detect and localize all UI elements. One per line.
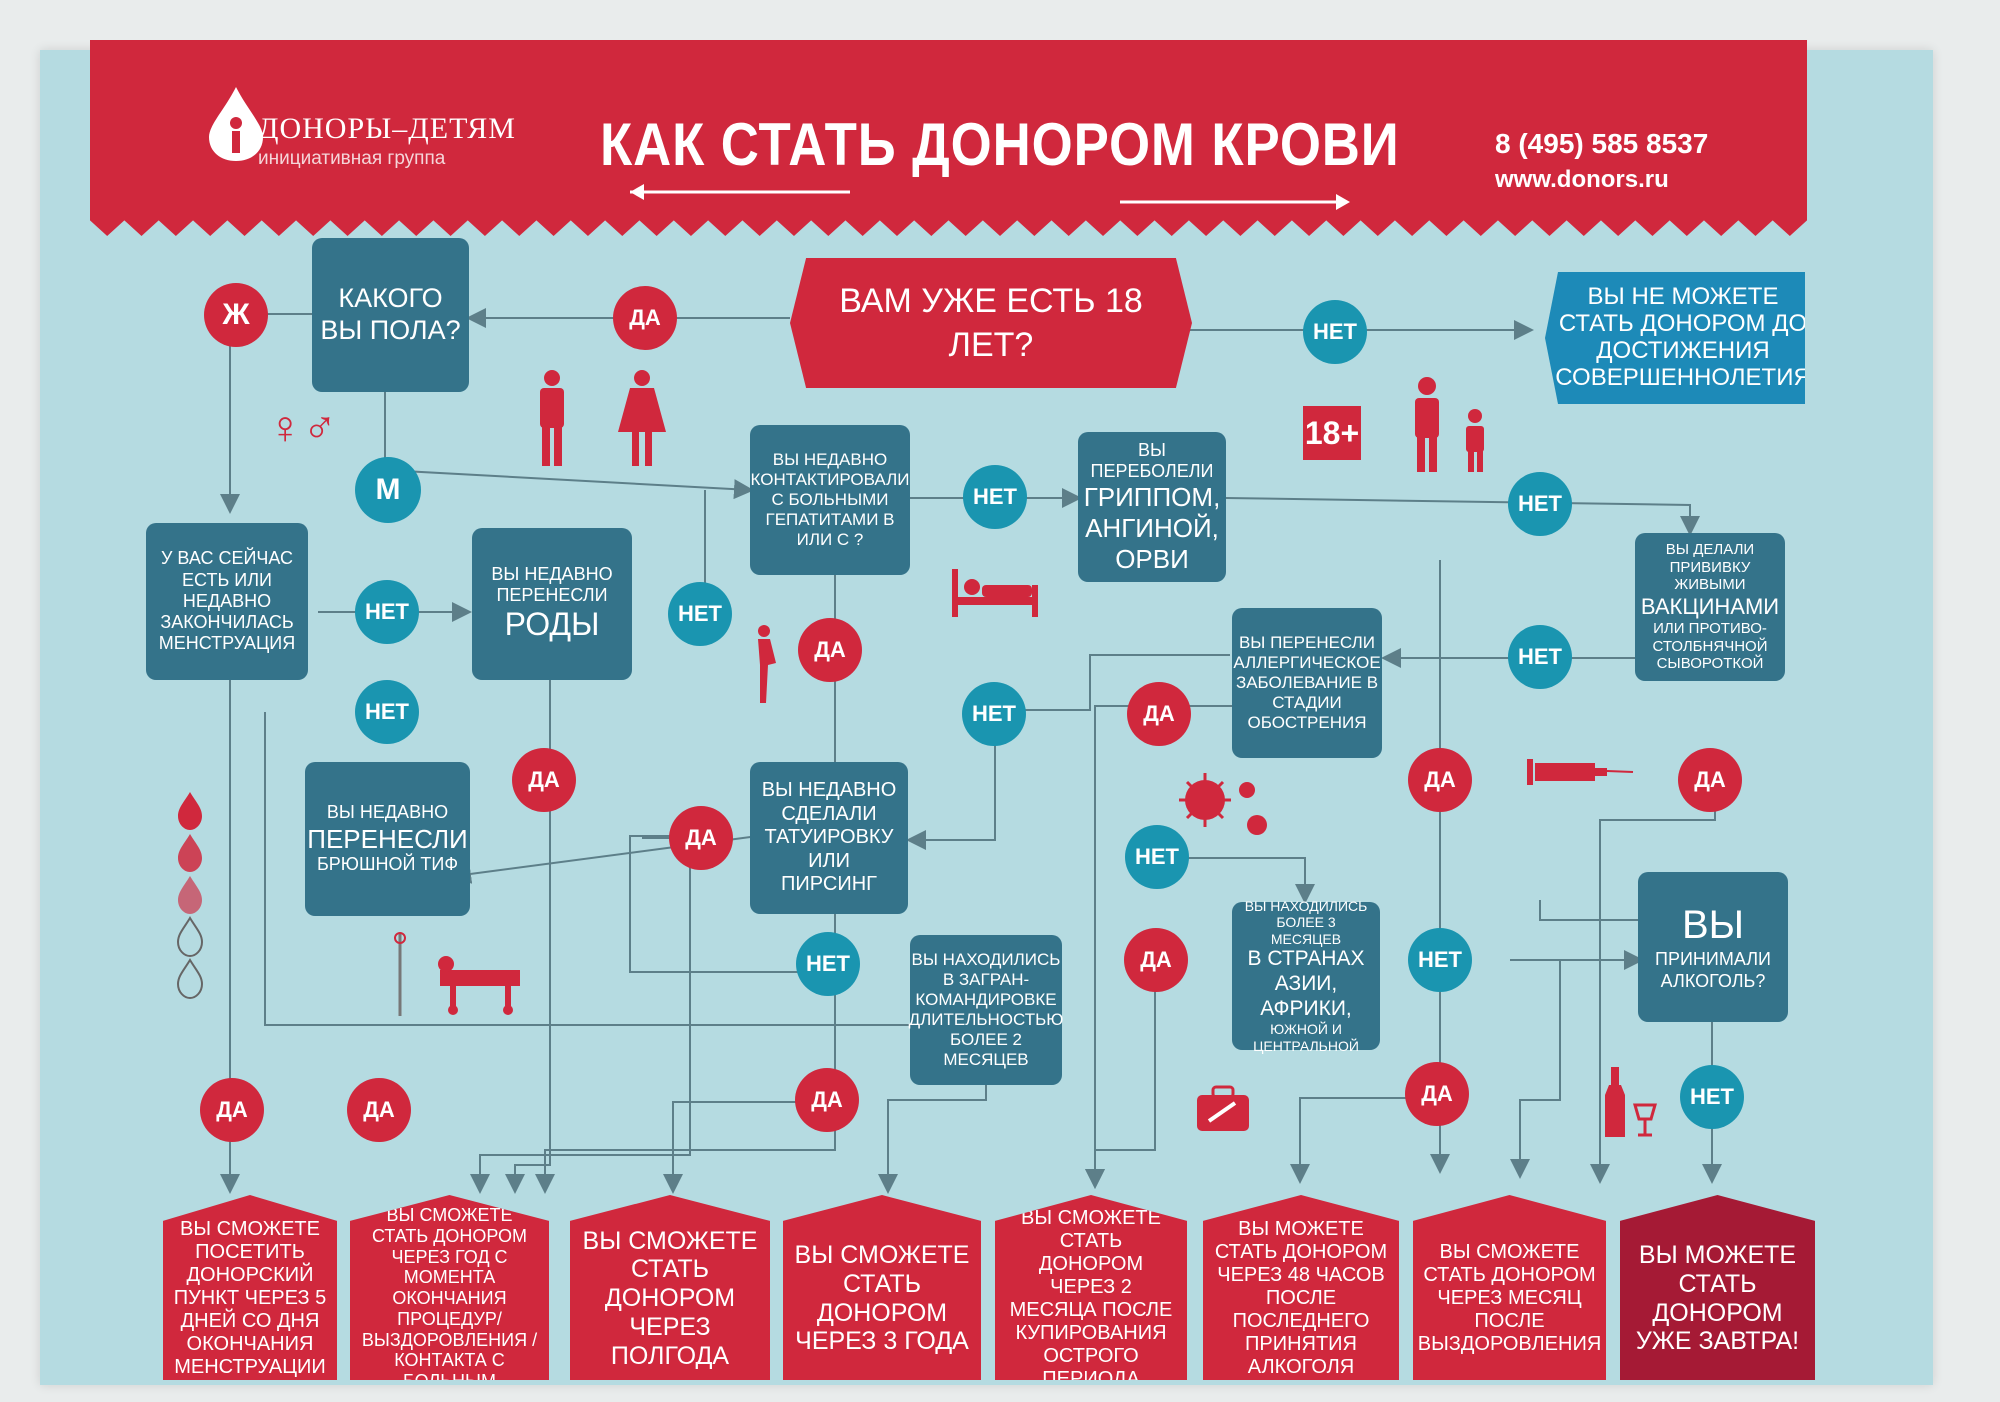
age-question: ВАМ УЖЕ ЕСТЬ 18 ЛЕТ? xyxy=(790,258,1192,388)
yes-circle-flu: ДА xyxy=(1408,748,1472,812)
no-circle-typhoid: НЕТ xyxy=(355,680,419,744)
result-5-days: ВЫ СМОЖЕТЕ ПОСЕТИТЬ ДОНОРСКИЙ ПУНКТ ЧЕРЕ… xyxy=(163,1195,337,1380)
yes-circle-alcohol: ДА xyxy=(1405,1062,1469,1126)
result-1-month: ВЫ СМОЖЕТЕ СТАТЬ ДОНОРОМ ЧЕРЕЗ МЕСЯЦ ПОС… xyxy=(1413,1195,1606,1380)
org-name: ДОНОРЫ–ДЕТЯМ xyxy=(258,112,516,145)
flu-question-big: ГРИППОМ, АНГИНОЙ, ОРВИ xyxy=(1083,482,1221,574)
gender-symbols-icon: ♀♂ xyxy=(268,401,337,453)
org-subtitle: инициативная группа xyxy=(258,148,446,169)
flu-question: ВЫ ПЕРЕБОЛЕЛИ ГРИППОМ, АНГИНОЙ, ОРВИ xyxy=(1078,432,1226,582)
website-link[interactable]: www.donors.ru xyxy=(1495,166,1669,193)
allergy-question: ВЫ ПЕРЕНЕСЛИ АЛЛЕРГИЧЕСКОЕ ЗАБОЛЕВАНИЕ В… xyxy=(1232,608,1382,758)
result-half-year: ВЫ СМОЖЕТЕ СТАТЬ ДОНОРОМ ЧЕРЕЗ ПОЛГОДА xyxy=(570,1195,770,1380)
result-1-year: ВЫ СМОЖЕТЕ СТАТЬ ДОНОРОМ ЧЕРЕЗ ГОД С МОМ… xyxy=(350,1195,549,1380)
result-tomorrow: ВЫ МОЖЕТЕ СТАТЬ ДОНОРОМ УЖЕ ЗАВТРА! xyxy=(1620,1195,1815,1380)
yes-circle-age: ДА xyxy=(613,286,677,350)
flu-question-small: ВЫ ПЕРЕБОЛЕЛИ xyxy=(1090,439,1214,481)
title-arrows xyxy=(630,184,1350,210)
syringe-icon xyxy=(1527,759,1634,785)
yes-circle-allergy: ДА xyxy=(1127,682,1191,746)
no-circle-tattoo: НЕТ xyxy=(1125,825,1189,889)
yes-circle-menstruation: ДА xyxy=(200,1078,264,1142)
no-circle-flu: НЕТ xyxy=(1508,472,1572,536)
alcohol-question-small: ПРИНИМАЛИ АЛКОГОЛЬ? xyxy=(1655,949,1771,991)
no-circle-hepatitis: НЕТ xyxy=(963,465,1027,529)
no-circle-vaccine: НЕТ xyxy=(1508,625,1572,689)
header-banner xyxy=(90,40,1807,236)
abroad-question: ВЫ НАХОДИЛИСЬ В ЗАГРАН-КОМАНДИРОВКЕ ДЛИТ… xyxy=(909,935,1063,1085)
age-18-badge: 18+ xyxy=(1303,406,1361,460)
phone-number: 8 (495) 585 8537 xyxy=(1495,128,1709,159)
childbirth-question-big: РОДЫ xyxy=(504,606,600,643)
blood-drop-logo-icon xyxy=(209,87,263,161)
childbirth-question: ВЫ НЕДАВНО ПЕРЕНЕСЛИ РОДЫ xyxy=(472,528,632,680)
yes-circle-typhoid: ДА xyxy=(347,1078,411,1142)
female-circle: Ж xyxy=(204,283,268,347)
countries-question-small2: ЮЖНОЙ И ЦЕНТРАЛЬНОЙ xyxy=(1253,1021,1359,1054)
no-circle-age: НЕТ xyxy=(1303,300,1367,364)
hospital-bed-icon xyxy=(394,932,520,1016)
no-circle-allergy: НЕТ xyxy=(962,682,1026,746)
vaccine-question-big: ВАКЦИНАМИ xyxy=(1640,594,1780,620)
result-48-hours: ВЫ МОЖЕТЕ СТАТЬ ДОНОРОМ ЧЕРЕЗ 48 ЧАСОВ П… xyxy=(1203,1195,1399,1380)
underage-result: ВЫ НЕ МОЖЕТЕ СТАТЬ ДОНОРОМ ДО ДОСТИЖЕНИЯ… xyxy=(1545,272,1805,404)
page-title: КАК СТАТЬ ДОНОРОМ КРОВИ xyxy=(600,111,1400,178)
alcohol-question: ВЫ ПРИНИМАЛИ АЛКОГОЛЬ? xyxy=(1638,872,1788,1022)
result-2-months: ВЫ СМОЖЕТЕ СТАТЬ ДОНОРОМ ЧЕРЕЗ 2 МЕСЯЦА … xyxy=(995,1195,1187,1380)
hepatitis-question: ВЫ НЕДАВНО КОНТАКТИРОВАЛИ С БОЛЬНЫМИ ГЕП… xyxy=(750,425,910,575)
vaccine-question: ВЫ ДЕЛАЛИ ПРИВИВКУ ЖИВЫМИ ВАКЦИНАМИ ИЛИ … xyxy=(1635,533,1785,681)
bed-icon xyxy=(952,569,1038,617)
vaccine-question-small: ВЫ ДЕЛАЛИ ПРИВИВКУ ЖИВЫМИ xyxy=(1665,540,1755,594)
man-woman-icon xyxy=(540,370,666,466)
adult-child-icon xyxy=(1415,377,1484,472)
yes-circle-tattoo: ДА xyxy=(669,806,733,870)
pregnant-woman-icon xyxy=(758,625,776,703)
no-circle-countries: НЕТ xyxy=(1408,928,1472,992)
tattoo-question: ВЫ НЕДАВНО СДЕЛАЛИ ТАТУИРОВКУ ИЛИ ПИРСИН… xyxy=(750,762,908,914)
menstruation-question: У ВАС СЕЙЧАС ЕСТЬ ИЛИ НЕДАВНО ЗАКОНЧИЛАС… xyxy=(146,523,308,680)
yes-circle-hepatitis: ДА xyxy=(798,618,862,682)
typhoid-question-big: ПЕРЕНЕСЛИ xyxy=(307,823,468,854)
yes-circle-countries: ДА xyxy=(1124,928,1188,992)
countries-question-small: ВЫ НАХОДИЛИСЬ БОЛЕЕ 3 МЕСЯЦЕВ xyxy=(1244,897,1368,947)
alcohol-question-big: ВЫ xyxy=(1681,903,1745,948)
typhoid-question-small: ВЫ НЕДАВНО xyxy=(326,802,449,823)
typhoid-question: ВЫ НЕДАВНО ПЕРЕНЕСЛИ БРЮШНОЙ ТИФ xyxy=(305,762,470,916)
virus-icon xyxy=(1179,773,1267,835)
result-3-years: ВЫ СМОЖЕТЕ СТАТЬ ДОНОРОМ ЧЕРЕЗ 3 ГОДА xyxy=(783,1195,981,1380)
male-circle: М xyxy=(355,457,421,523)
no-circle-menstruation: НЕТ xyxy=(355,580,419,644)
no-circle-childbirth: НЕТ xyxy=(668,582,732,646)
suitcase-icon xyxy=(1197,1085,1249,1131)
yes-circle-childbirth: ДА xyxy=(512,748,576,812)
blood-drops-icon xyxy=(176,792,204,1000)
typhoid-question-small2: БРЮШНОЙ ТИФ xyxy=(316,854,459,875)
gender-question: КАКОГО ВЫ ПОЛА? xyxy=(312,238,469,392)
wine-icon xyxy=(1605,1067,1657,1137)
yes-circle-vaccine: ДА xyxy=(1678,748,1742,812)
childbirth-question-small: ВЫ НЕДАВНО ПЕРЕНЕСЛИ xyxy=(491,563,613,606)
no-circle-alcohol: НЕТ xyxy=(1680,1065,1744,1129)
yes-circle-abroad: ДА xyxy=(795,1068,859,1132)
countries-question: ВЫ НАХОДИЛИСЬ БОЛЕЕ 3 МЕСЯЦЕВ В СТРАНАХ … xyxy=(1232,898,1380,1054)
countries-question-big: В СТРАНАХ АЗИИ, АФРИКИ, xyxy=(1247,947,1365,1020)
vaccine-question-small2: ИЛИ ПРОТИВО-СТОЛБНЯЧНОЙ СЫВОРОТКОЙ xyxy=(1652,619,1768,673)
no-circle-abroad: НЕТ xyxy=(796,932,860,996)
